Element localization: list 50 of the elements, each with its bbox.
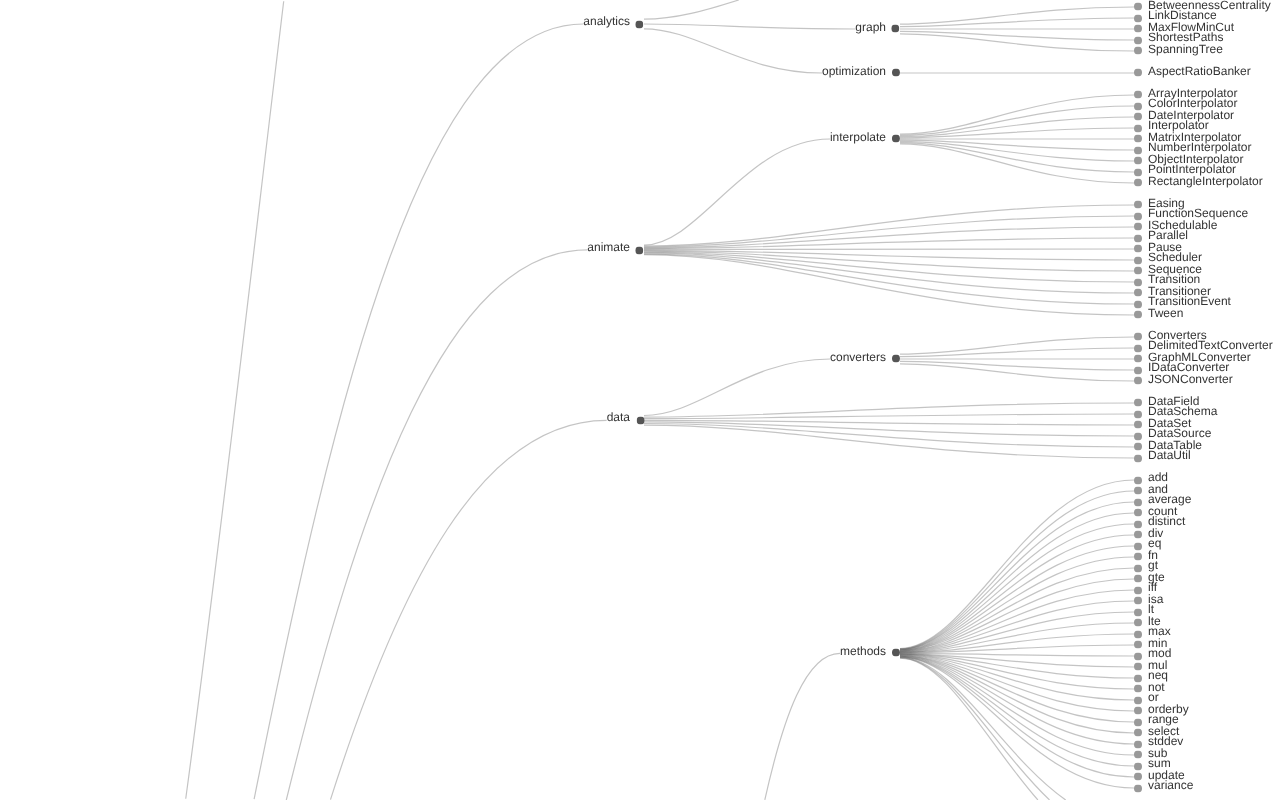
branch-line — [643, 419, 1135, 426]
branch-line — [899, 653, 1135, 668]
branch-line — [899, 360, 1135, 371]
branch-line — [643, 226, 1135, 249]
branch-line — [899, 363, 1135, 382]
branch-line — [643, 215, 1135, 248]
branch-line — [899, 600, 1135, 653]
branch-line — [899, 105, 1135, 136]
branch-line — [899, 347, 1135, 358]
branch-line — [899, 644, 1135, 654]
branch-line — [643, 358, 831, 417]
branch-line — [643, 0, 740, 20]
branch-line — [643, 253, 1135, 305]
branch-line — [899, 139, 1135, 151]
branch-line — [899, 127, 1135, 139]
branch-line — [899, 336, 1135, 355]
branch-line — [899, 140, 1135, 162]
branch-line — [764, 652, 841, 800]
branch-line — [899, 142, 1135, 173]
branch-line — [643, 28, 823, 74]
branch-line — [329, 419, 608, 800]
branch-line — [643, 23, 856, 30]
branch-line — [899, 358, 1135, 360]
branch-line — [899, 654, 1135, 712]
branch-line — [643, 422, 1135, 448]
branch-line — [899, 17, 1135, 28]
branch-line — [643, 251, 1135, 283]
branch-line — [899, 611, 1135, 653]
branch-line — [643, 254, 1135, 316]
branch-line — [899, 94, 1135, 135]
branch-line — [899, 33, 1135, 52]
branch-line — [643, 249, 1135, 261]
branch-line — [643, 424, 1135, 459]
branch-line — [643, 204, 1135, 247]
branch-line — [643, 138, 831, 246]
branch-line — [899, 143, 1135, 184]
branch-line — [899, 654, 1135, 701]
branch-line — [643, 413, 1135, 420]
branch-line — [899, 6, 1135, 25]
branch-line — [253, 23, 584, 800]
branch-line — [643, 248, 1135, 251]
branch-line — [643, 421, 1135, 437]
branch-line — [643, 402, 1135, 418]
branch-line — [899, 28, 1135, 30]
branch-line — [285, 249, 588, 800]
branch-line — [899, 30, 1135, 41]
branch-line — [899, 653, 1135, 679]
branch-line — [643, 237, 1135, 250]
branch-line — [899, 116, 1135, 138]
branch-line — [643, 252, 1135, 294]
